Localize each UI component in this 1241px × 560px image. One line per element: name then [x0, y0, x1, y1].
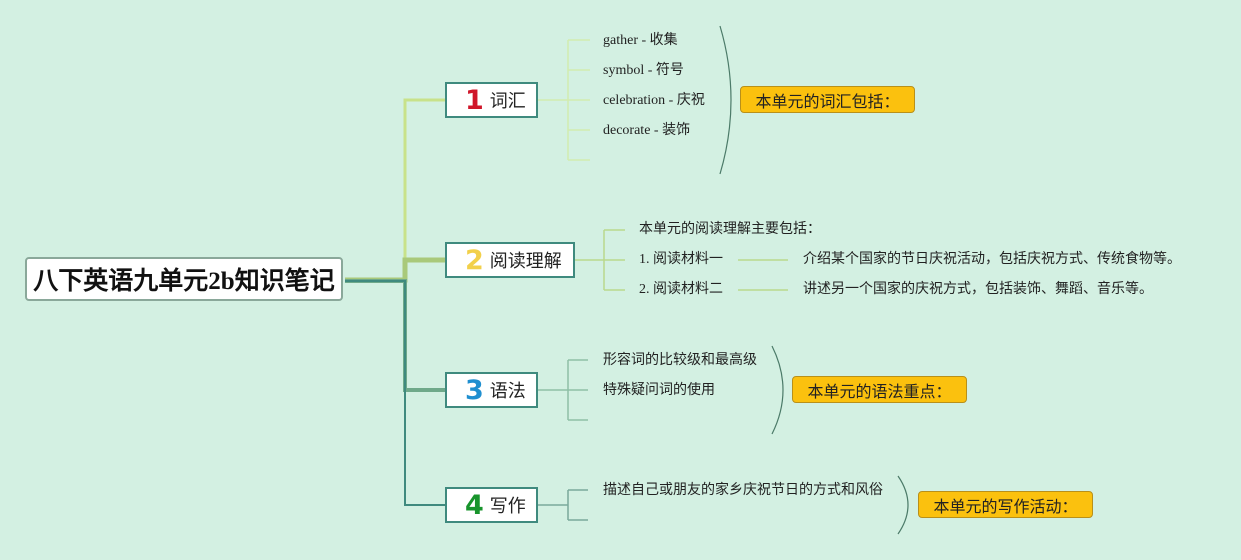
reading-intro[interactable]: 本单元的阅读理解主要包括：	[639, 222, 821, 237]
branch-number-4: 4	[465, 489, 484, 521]
summary-label: 本单元的词汇包括：	[755, 91, 900, 111]
vocab-item[interactable]: decorate - 装饰	[603, 123, 691, 138]
vocab-item[interactable]: celebration - 庆祝	[603, 93, 705, 108]
branch-reading[interactable]: 2 阅读理解	[445, 242, 575, 278]
grammar-item[interactable]: 形容词的比较级和最高级	[603, 353, 757, 368]
branch-grammar[interactable]: 3 语法	[445, 372, 538, 408]
branch-label: 写作	[489, 496, 526, 517]
writing-item[interactable]: 描述自己或朋友的家乡庆祝节日的方式和风俗	[603, 483, 883, 498]
branch-number-2: 2	[465, 244, 484, 276]
summary-label: 本单元的语法重点：	[807, 381, 952, 401]
vocab-summary[interactable]: 本单元的词汇包括：	[740, 86, 915, 113]
root-node[interactable]: 八下英语九单元2b知识笔记	[25, 257, 343, 301]
branch-writing[interactable]: 4 写作	[445, 487, 538, 523]
branch-number-3: 3	[465, 374, 484, 406]
branch-label: 阅读理解	[489, 251, 562, 272]
reading-item-title[interactable]: 2. 阅读材料二	[639, 282, 723, 297]
writing-summary[interactable]: 本单元的写作活动：	[918, 491, 1093, 518]
branch-vocabulary[interactable]: 1 词汇	[445, 82, 538, 118]
reading-item-title[interactable]: 1. 阅读材料一	[639, 252, 723, 267]
branch-label: 语法	[489, 381, 526, 402]
grammar-item[interactable]: 特殊疑问词的使用	[603, 383, 715, 398]
vocab-item[interactable]: gather - 收集	[603, 33, 678, 48]
reading-item-desc[interactable]: 介绍某个国家的节日庆祝活动，包括庆祝方式、传统食物等。	[803, 252, 1181, 267]
branch-label: 词汇	[489, 91, 526, 112]
summary-label: 本单元的写作活动：	[933, 496, 1078, 516]
root-title: 八下英语九单元2b知识笔记	[33, 268, 335, 295]
branch-number-1: 1	[465, 84, 484, 116]
reading-item-desc[interactable]: 讲述另一个国家的庆祝方式，包括装饰、舞蹈、音乐等。	[803, 282, 1153, 297]
grammar-summary[interactable]: 本单元的语法重点：	[792, 376, 967, 403]
vocab-item[interactable]: symbol - 符号	[603, 63, 684, 78]
